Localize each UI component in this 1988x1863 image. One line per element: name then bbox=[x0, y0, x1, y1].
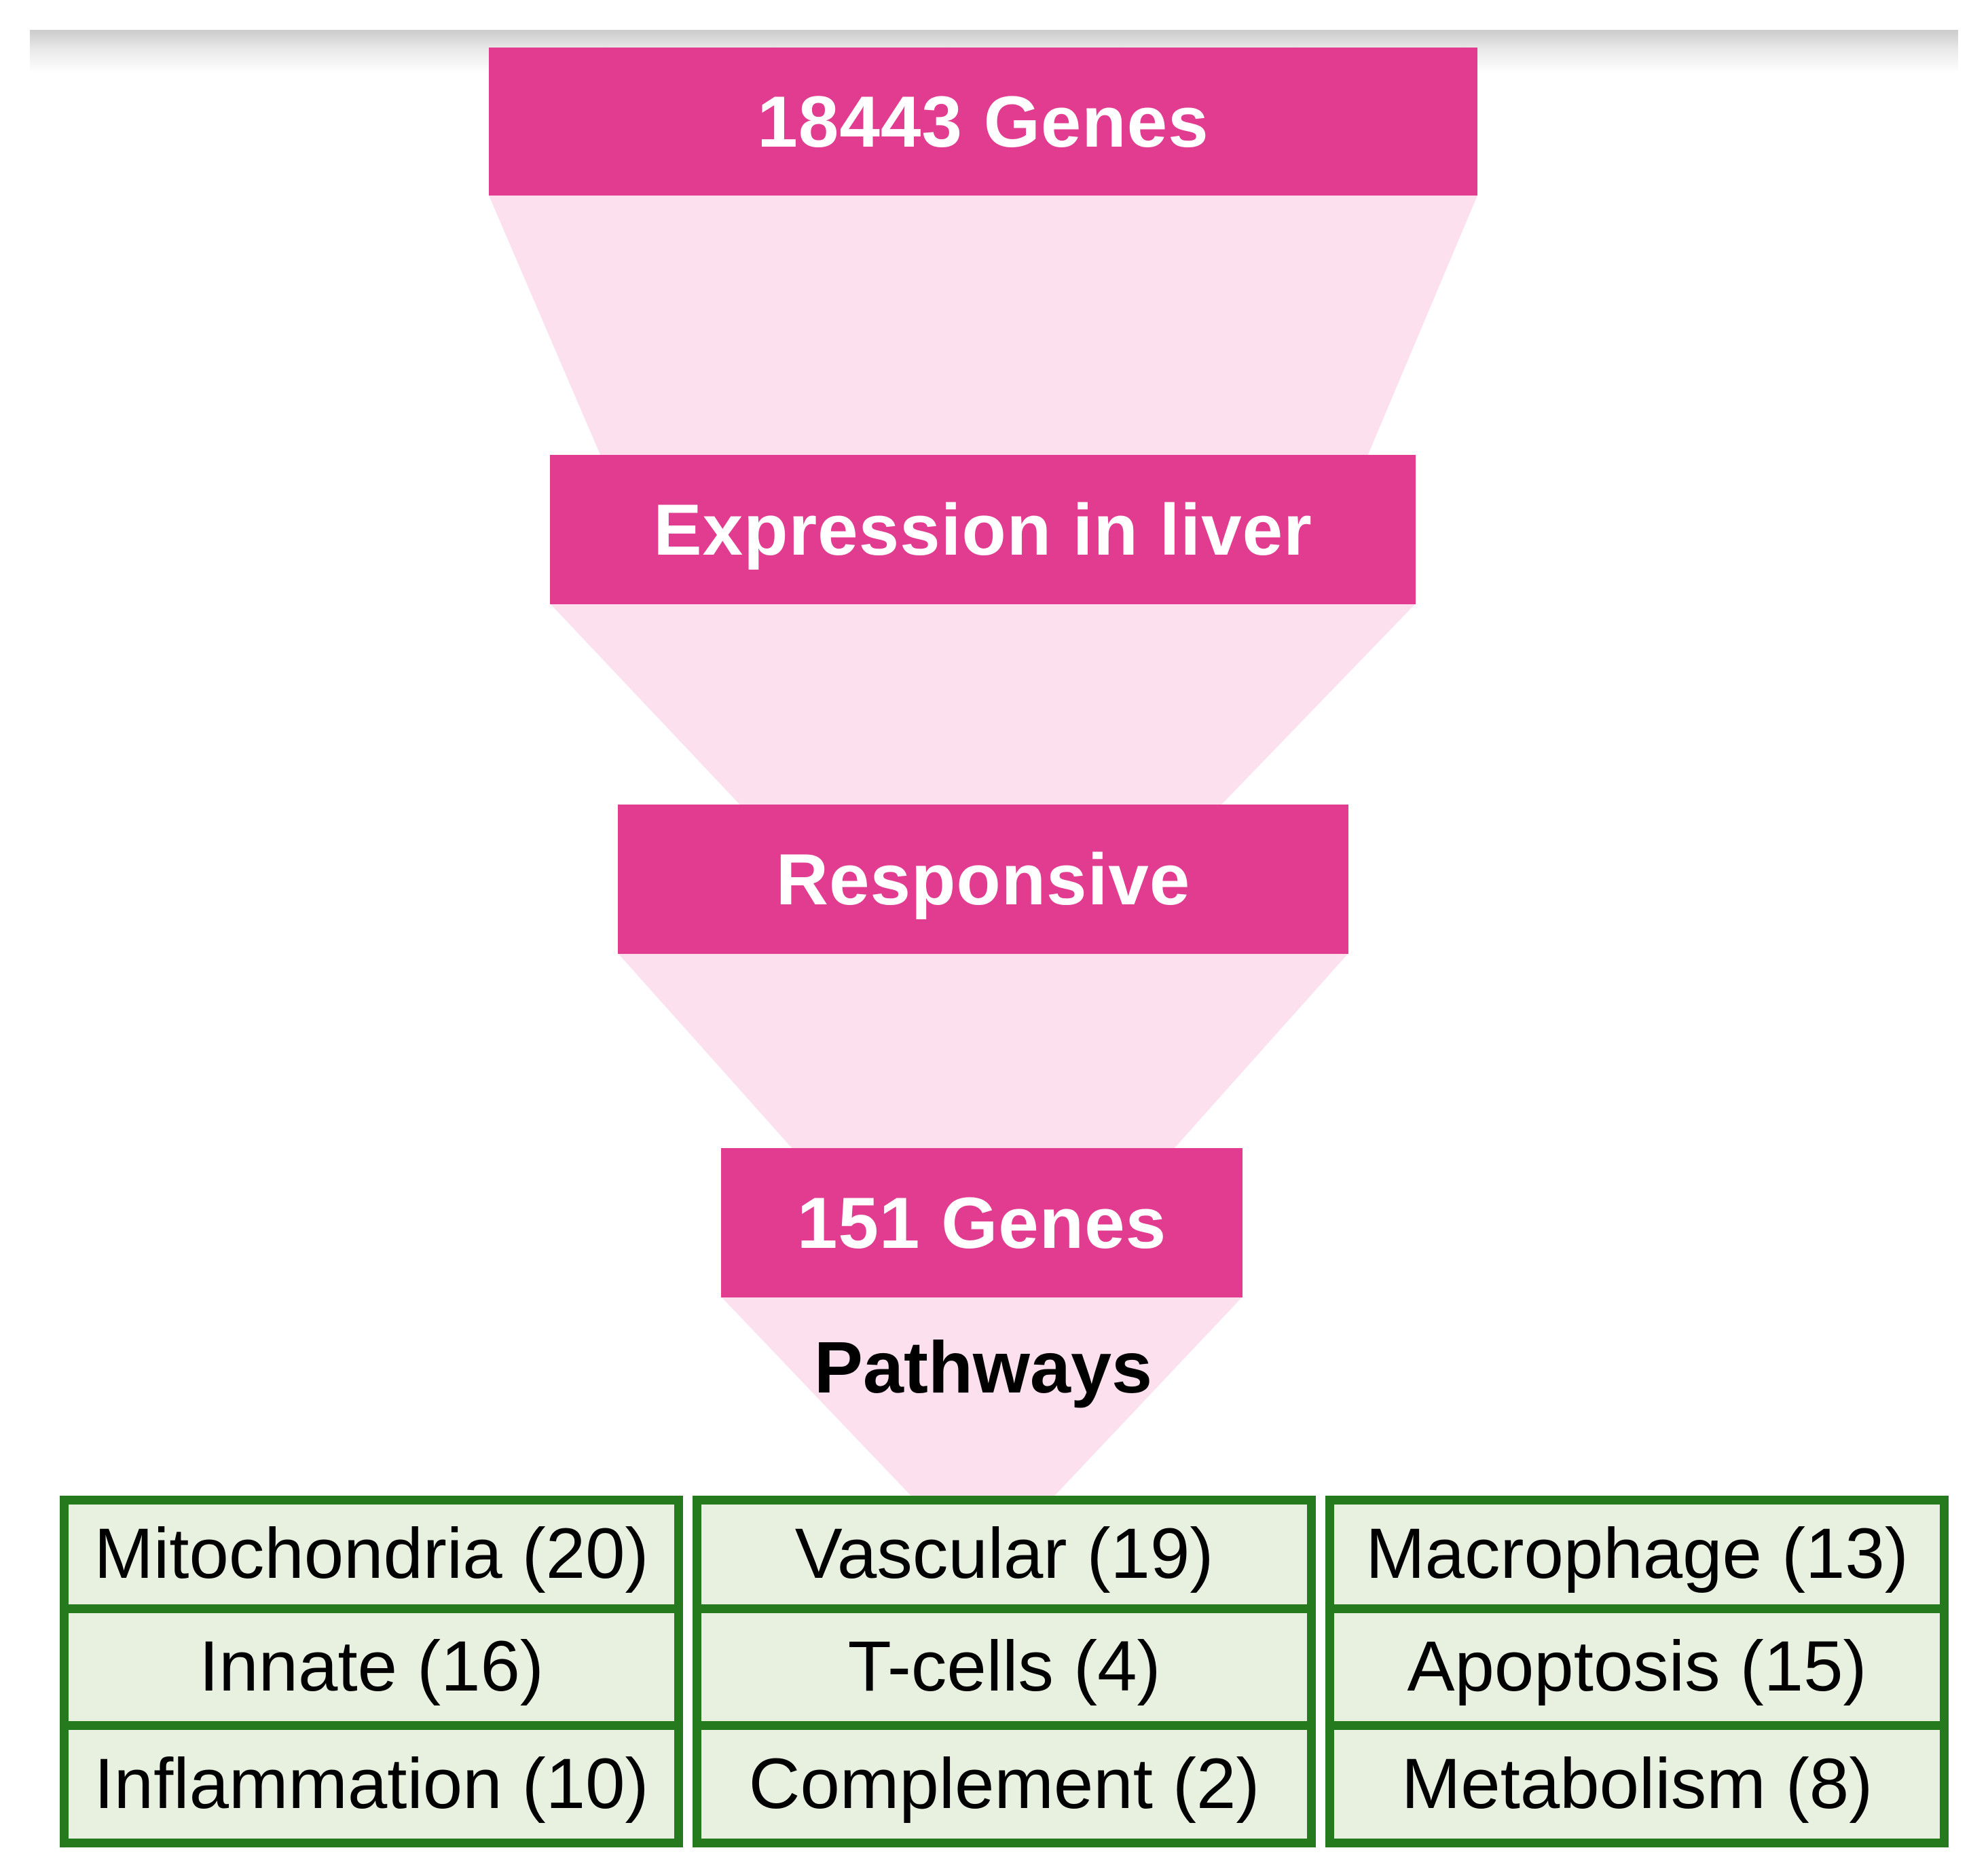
funnel-step-total-genes: 18443 Genes bbox=[489, 48, 1477, 196]
funnel-segment-2 bbox=[550, 604, 1416, 805]
pathway-cell-mitochondria: Mitochondria (20) bbox=[60, 1496, 683, 1613]
funnel-segment-3 bbox=[618, 953, 1348, 1149]
pathway-cell-apoptosis: Apoptosis (15) bbox=[1325, 1612, 1949, 1731]
pathways-heading: Pathways bbox=[813, 1325, 1153, 1408]
funnel-step-label: Expression in liver bbox=[653, 489, 1312, 570]
funnel-step-final-genes: 151 Genes bbox=[721, 1148, 1242, 1297]
funnel-step-label: Responsive bbox=[775, 838, 1191, 920]
funnel-step-label: 18443 Genes bbox=[757, 81, 1209, 162]
funnel-step-label: 151 Genes bbox=[796, 1182, 1167, 1263]
pathways-table: Mitochondria (20) Vascular (19) Macropha… bbox=[60, 1496, 1949, 1847]
pathway-cell-metabolism: Metabolism (8) bbox=[1325, 1730, 1949, 1847]
funnel-step-expression-in-liver: Expression in liver bbox=[550, 455, 1416, 604]
pathway-cell-macrophage: Macrophage (13) bbox=[1325, 1496, 1949, 1613]
pathway-cell-innate: Innate (16) bbox=[60, 1612, 683, 1731]
funnel-step-responsive: Responsive bbox=[618, 805, 1348, 954]
pathway-cell-tcells: T-cells (4) bbox=[693, 1612, 1316, 1731]
pathway-cell-vascular: Vascular (19) bbox=[693, 1496, 1316, 1613]
pathway-cell-complement: Complement (2) bbox=[693, 1730, 1316, 1847]
pathway-cell-inflammation: Inflammation (10) bbox=[60, 1730, 683, 1847]
funnel-segment-1 bbox=[489, 196, 1477, 456]
